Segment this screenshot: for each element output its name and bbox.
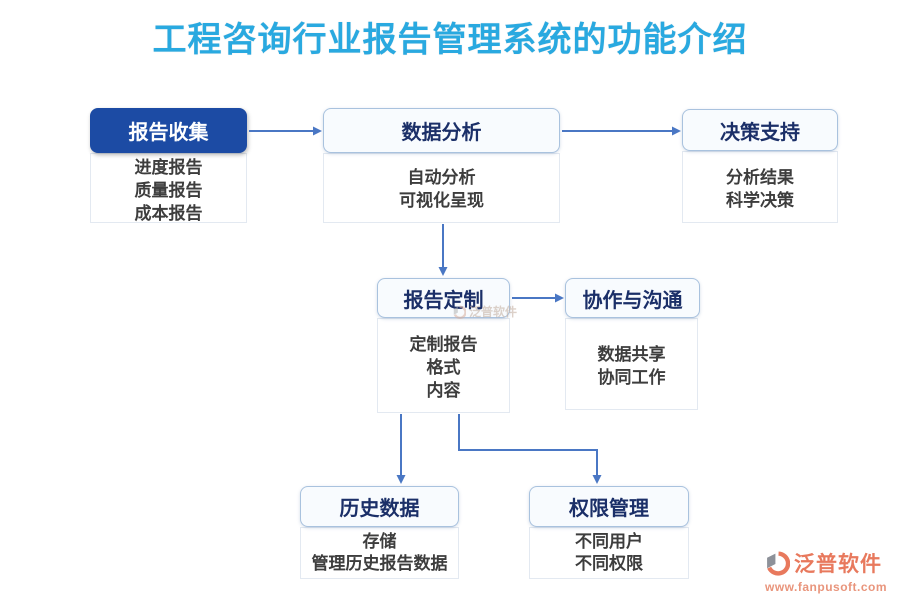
list-item: 协同工作 xyxy=(597,368,666,387)
list-item: 不同权限 xyxy=(575,554,643,573)
page-title: 工程咨询行业报告管理系统的功能介绍 xyxy=(152,21,748,59)
node-decision-support-items: 分析结果 科学决策 xyxy=(682,151,838,223)
node-permission-management-items: 不同用户 不同权限 xyxy=(529,527,689,579)
fanpu-logo-icon xyxy=(767,551,790,576)
corner-watermark-url: www.fanpusoft.com xyxy=(765,580,888,594)
edge-customization-to-permission xyxy=(458,414,598,476)
list-item: 不同用户 xyxy=(575,532,643,551)
arrowhead xyxy=(672,126,681,136)
corner-watermark: 泛普软件 www.fanpusoft.com xyxy=(765,548,895,594)
node-collaboration-items: 数据共享 协同工作 xyxy=(565,318,698,410)
list-item: 管理历史报告数据 xyxy=(311,554,448,573)
list-item: 分析结果 xyxy=(726,168,794,187)
node-data-analysis-items: 自动分析 可视化呈现 xyxy=(323,153,560,223)
list-item: 进度报告 xyxy=(134,158,203,177)
node-data-analysis-header: 数据分析 xyxy=(323,108,560,153)
node-report-collection-items: 进度报告 质量报告 成本报告 xyxy=(90,153,247,223)
node-decision-support-header: 决策支持 xyxy=(682,109,838,151)
node-report-customization-items: 定制报告 格式 内容 xyxy=(377,318,510,413)
list-item: 内容 xyxy=(426,381,461,400)
list-item: 数据共享 xyxy=(597,345,666,364)
node-report-customization-header: 报告定制 xyxy=(377,278,510,318)
arrowhead xyxy=(438,267,448,276)
list-item: 科学决策 xyxy=(726,191,794,210)
arrowhead xyxy=(396,475,406,484)
node-report-collection-header: 报告收集 xyxy=(90,108,247,153)
node-historical-data-items: 存储 管理历史报告数据 xyxy=(300,527,459,579)
corner-watermark-brand: 泛普软件 xyxy=(794,553,882,576)
node-permission-management-header: 权限管理 xyxy=(529,486,689,527)
arrowhead xyxy=(555,293,564,303)
list-item: 自动分析 xyxy=(407,168,476,187)
list-item: 定制报告 xyxy=(409,335,478,354)
arrowhead xyxy=(313,126,322,136)
list-item: 质量报告 xyxy=(134,181,203,200)
node-collaboration-header: 协作与沟通 xyxy=(565,278,700,318)
arrowhead xyxy=(592,475,602,484)
list-item: 可视化呈现 xyxy=(399,191,484,210)
list-item: 格式 xyxy=(426,358,461,377)
list-item: 存储 xyxy=(362,532,397,551)
list-item: 成本报告 xyxy=(134,204,203,223)
node-historical-data-header: 历史数据 xyxy=(300,486,459,527)
